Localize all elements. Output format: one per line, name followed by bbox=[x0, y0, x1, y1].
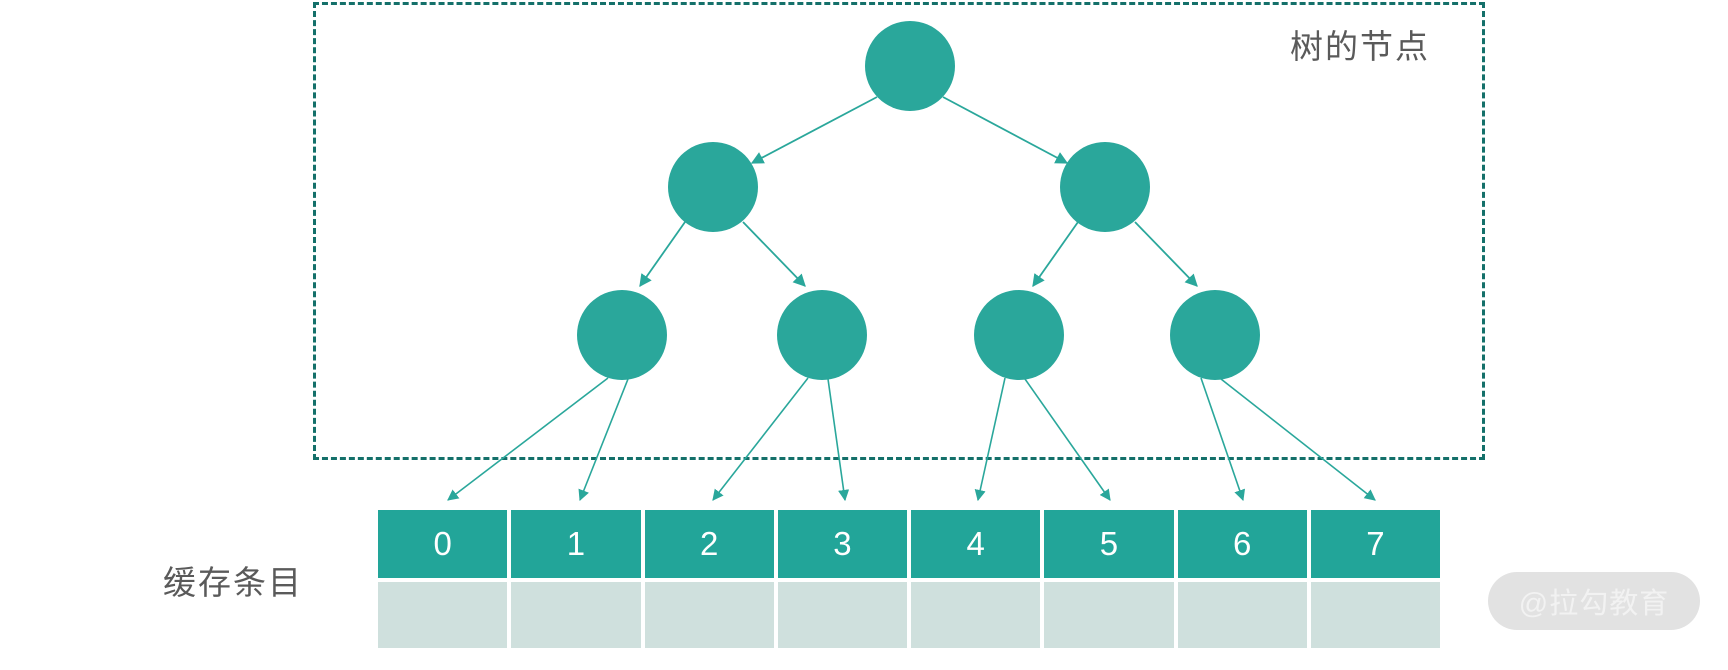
edge-n4-cell2 bbox=[712, 377, 809, 501]
cache-slot-cell[interactable] bbox=[1310, 582, 1440, 648]
cache-index-cell[interactable]: 1 bbox=[511, 510, 641, 578]
tree-group-label: 树的节点 bbox=[1290, 28, 1430, 65]
tree-node-n2[interactable] bbox=[1060, 142, 1150, 232]
edge-n1-n4 bbox=[742, 221, 806, 287]
cache-slot-cell[interactable] bbox=[1177, 582, 1307, 648]
cache-slot-row bbox=[378, 582, 1440, 648]
cache-slot-cell[interactable] bbox=[777, 582, 907, 648]
edge-n2-n5 bbox=[1032, 221, 1079, 288]
cache-index-row: 0 1 2 3 4 5 6 7 bbox=[378, 510, 1440, 578]
cache-index-cell[interactable]: 6 bbox=[1177, 510, 1307, 578]
watermark-badge: @拉勾教育 bbox=[1488, 572, 1700, 630]
tree-node-n1[interactable] bbox=[668, 142, 758, 232]
edge-n3-cell1 bbox=[578, 378, 629, 502]
edge-n2-n6 bbox=[1134, 221, 1198, 287]
cache-table: 0 1 2 3 4 5 6 7 bbox=[378, 510, 1440, 648]
edge-n3-cell0 bbox=[447, 377, 609, 501]
cache-entries-label: 缓存条目 bbox=[163, 564, 303, 601]
cache-index-cell[interactable]: 3 bbox=[777, 510, 907, 578]
leaf-to-cache-edges bbox=[447, 377, 1376, 502]
tree-edges bbox=[639, 96, 1198, 288]
cache-index-cell[interactable]: 0 bbox=[378, 510, 508, 578]
tree-node-n3[interactable] bbox=[577, 290, 667, 380]
cache-slot-cell[interactable] bbox=[1044, 582, 1174, 648]
tree-node-root[interactable] bbox=[865, 21, 955, 111]
tree-node-n6[interactable] bbox=[1170, 290, 1260, 380]
cache-index-cell[interactable]: 4 bbox=[911, 510, 1041, 578]
cache-slot-cell[interactable] bbox=[378, 582, 508, 648]
edge-root-n2 bbox=[942, 96, 1069, 164]
cache-index-cell[interactable]: 5 bbox=[1044, 510, 1174, 578]
tree-node-n4[interactable] bbox=[777, 290, 867, 380]
edge-n5-cell4 bbox=[974, 377, 1006, 502]
cache-slot-cell[interactable] bbox=[911, 582, 1041, 648]
edge-root-n1 bbox=[750, 96, 878, 164]
edge-n4-cell3 bbox=[827, 378, 850, 502]
edge-n5-cell5 bbox=[1024, 378, 1111, 501]
cache-index-cell[interactable]: 2 bbox=[644, 510, 774, 578]
cache-slot-cell[interactable] bbox=[511, 582, 641, 648]
cache-index-cell[interactable]: 7 bbox=[1310, 510, 1440, 578]
cache-slot-cell[interactable] bbox=[644, 582, 774, 648]
tree-nodes bbox=[577, 21, 1260, 380]
edge-n1-n3 bbox=[639, 221, 686, 288]
edge-n6-cell6 bbox=[1200, 377, 1246, 502]
edge-n6-cell7 bbox=[1220, 378, 1376, 501]
tree-node-n5[interactable] bbox=[974, 290, 1064, 380]
